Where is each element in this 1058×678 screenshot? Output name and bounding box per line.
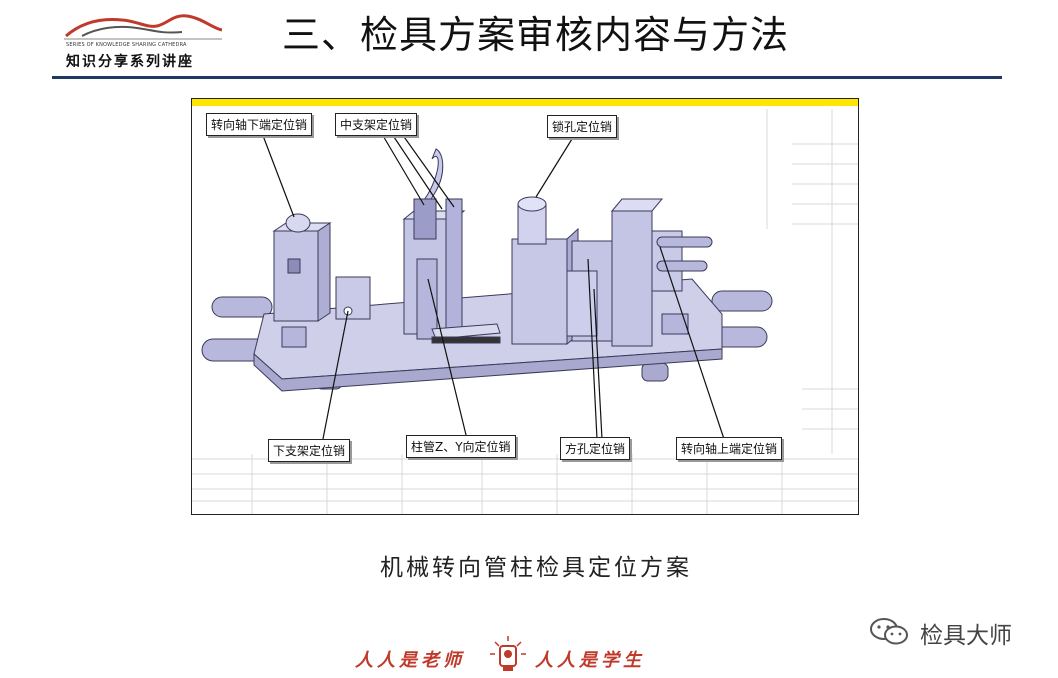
lantern-icon xyxy=(490,636,526,671)
callout-steering-shaft-lower-pin: 转向轴下端定位销 xyxy=(206,113,313,136)
callout-square-hole-pin: 方孔定位销 xyxy=(560,437,631,460)
motto-right: 人人是学生 xyxy=(535,650,645,671)
callout-lock-hole-pin: 锁孔定位销 xyxy=(547,115,618,138)
company-logo: SERIES OF KNOWLEDGE SHARING CATHEDRA 知识分… xyxy=(62,8,227,70)
figure-caption: 机械转向管柱检具定位方案 xyxy=(380,555,692,581)
title-divider xyxy=(52,76,1002,79)
callout-lower-bracket-pin: 下支架定位销 xyxy=(268,439,351,462)
fixture-figure: 转向轴下端定位销 中支架定位销 锁孔定位销 下支架定位销 柱管Z、Y向定位销 方… xyxy=(191,98,859,515)
wechat-watermark: 检具大师 xyxy=(868,616,1028,649)
callout-steering-shaft-upper-pin: 转向轴上端定位销 xyxy=(676,437,783,460)
footer-motto: 人人是老师 人人是学生 xyxy=(355,634,675,674)
logo-series-name: 知识分享系列讲座 xyxy=(66,54,194,70)
fixture-illustration xyxy=(192,99,858,514)
callout-column-zy-pin: 柱管Z、Y向定位销 xyxy=(406,435,516,458)
car-silhouette-logo xyxy=(64,14,223,40)
logo-tagline: SERIES OF KNOWLEDGE SHARING CATHEDRA xyxy=(66,42,187,48)
wechat-icon xyxy=(870,618,908,645)
motto-left: 人人是老师 xyxy=(355,650,465,671)
watermark-text: 检具大师 xyxy=(920,623,1012,649)
page-title: 三、检具方案审核内容与方法 xyxy=(282,13,790,57)
callout-middle-bracket-pin: 中支架定位销 xyxy=(335,113,418,136)
